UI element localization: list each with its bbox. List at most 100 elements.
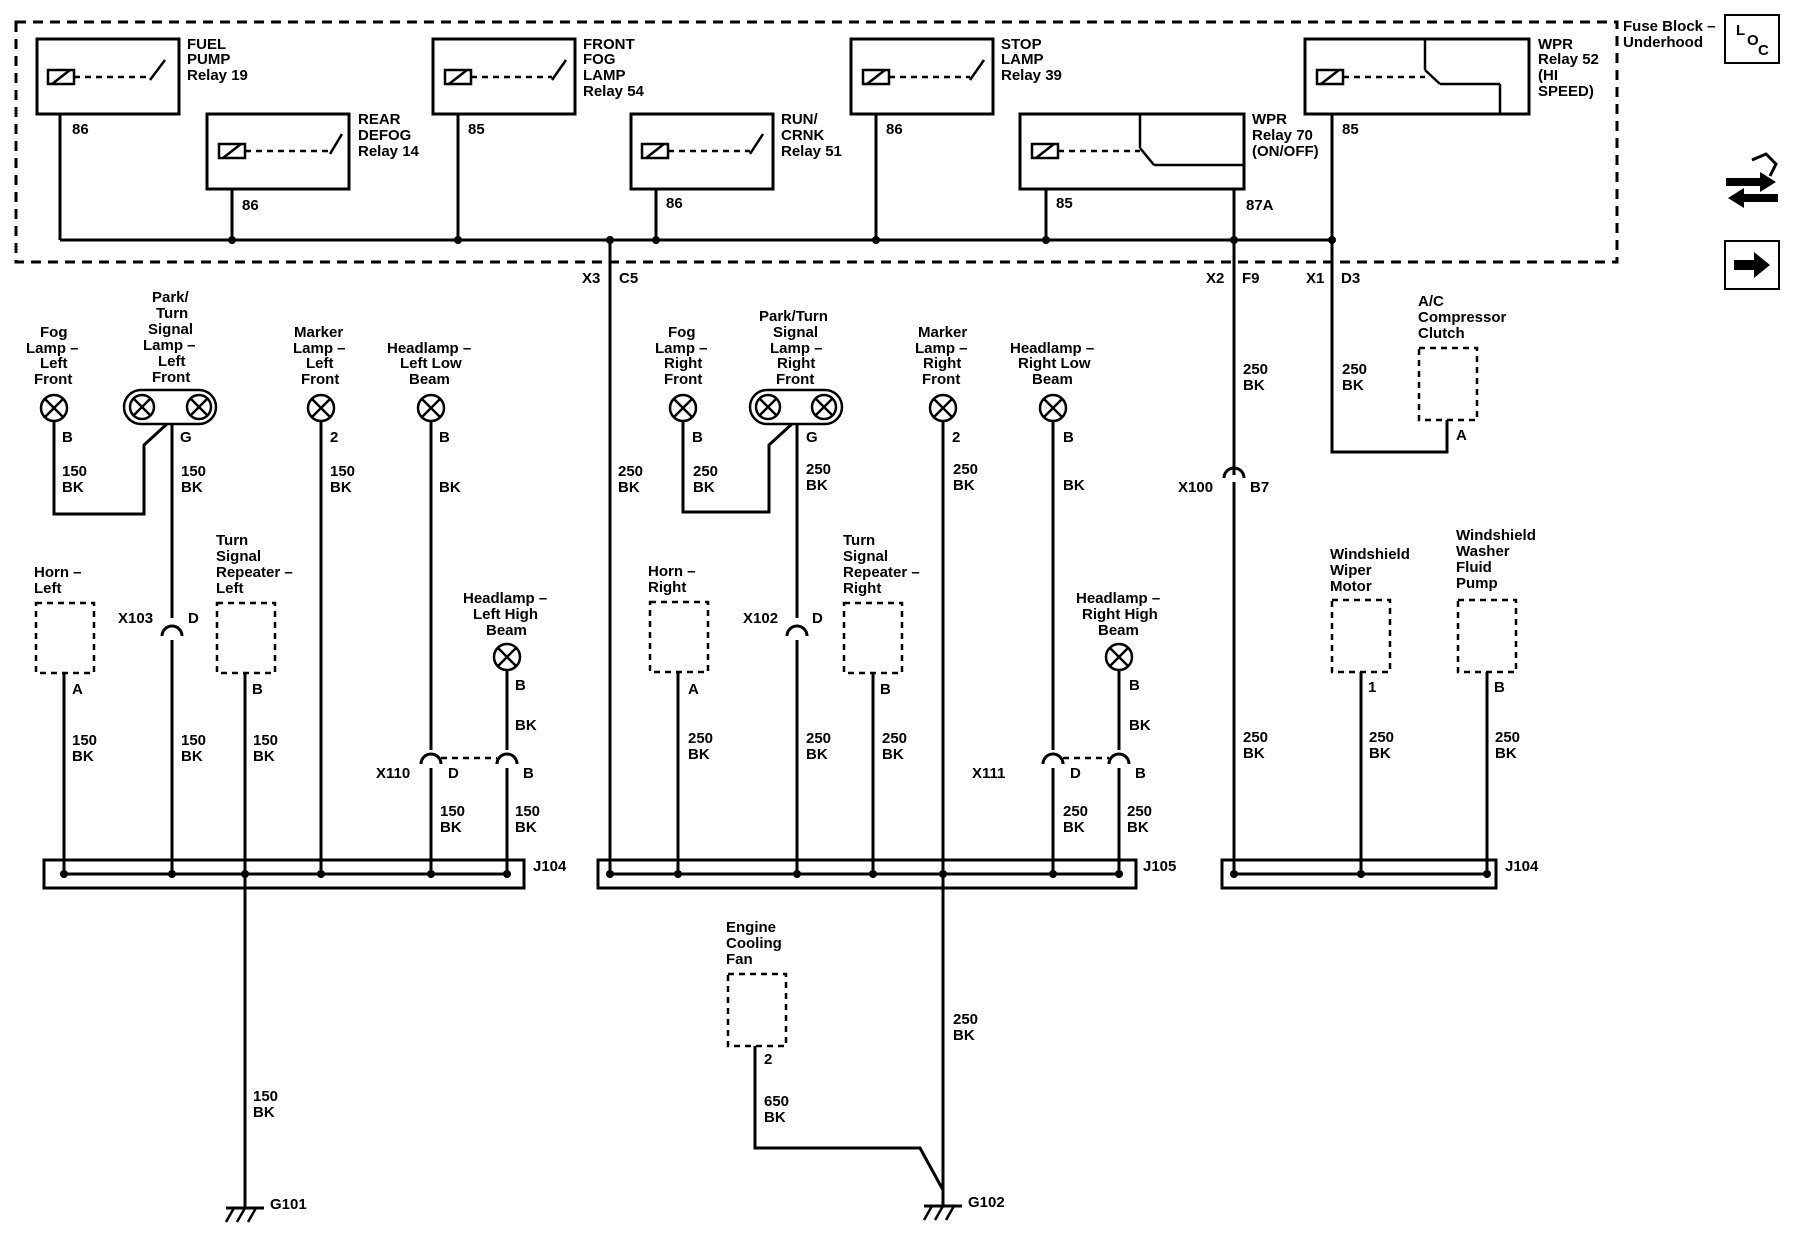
diagram-label: BK [72, 748, 94, 765]
connector-x103: X103 D 150 BK [118, 610, 206, 872]
diagram-label: Fog [40, 324, 68, 341]
diagram-label: Left [216, 580, 244, 597]
diagram-label: Front [664, 371, 702, 388]
diagram-label: J104 [1505, 858, 1539, 875]
splice-j104-right: J104 [1220, 858, 1539, 890]
diagram-label: Marker [918, 324, 967, 341]
diagram-label: B [515, 677, 526, 694]
connector-x111: X111 D B 250 BK 250 BK [972, 752, 1152, 872]
diagram-label: BK [62, 479, 84, 496]
diagram-label: Horn – [34, 564, 82, 581]
diagram-label: Engine [726, 919, 776, 936]
relay-fuel-pump: FUEL PUMP Relay 19 86 [35, 36, 248, 240]
diagram-label: X103 [118, 610, 153, 627]
headlamp-left-high-beam: Headlamp – Left High Beam B BK [463, 590, 547, 750]
diagram-label: Right [843, 580, 881, 597]
diagram-label: 250 [806, 730, 831, 747]
connector-x110: X110 D B 150 BK 150 BK [376, 752, 540, 872]
diagram-label: A [688, 681, 699, 698]
diagram-label: X110 [376, 765, 410, 782]
diagram-label: Pump [1456, 575, 1498, 592]
diagram-label: 250 [882, 730, 907, 747]
relay-label: FUEL [187, 36, 226, 53]
diagram-label: BK [806, 746, 828, 763]
diagram-label: Compressor [1418, 309, 1507, 326]
diagram-label: B [1129, 677, 1140, 694]
diagram-label: 250 [1243, 729, 1268, 746]
horn-right: Horn – Right A 250 BK [648, 563, 713, 872]
relay-label: WPR [1538, 36, 1573, 53]
diagram-label: B [252, 681, 263, 698]
relay-run-crnk: RUN/ CRNK Relay 51 86 [629, 111, 842, 240]
location-icon-button[interactable]: L O C [1724, 14, 1780, 64]
diagram-label: Turn [843, 532, 875, 549]
diagram-label: 150 [440, 803, 465, 820]
diagram-label: BK [253, 1104, 275, 1121]
relay-label: REAR [358, 111, 401, 128]
relay-label: WPR [1252, 111, 1287, 128]
next-arrow-button[interactable] [1724, 240, 1780, 290]
diagram-label: A [72, 681, 83, 698]
diagram-label: Left Low [400, 355, 462, 372]
relay-label: (HI [1538, 67, 1558, 84]
pin-label: 86 [242, 197, 259, 214]
relay-label: (ON/OFF) [1252, 143, 1319, 160]
diagram-label: X111 [972, 765, 1005, 782]
pin-label: 85 [468, 121, 485, 138]
diagram-label: Right [648, 579, 686, 596]
diagram-label: Front [34, 371, 72, 388]
relay-label: Relay 39 [1001, 67, 1062, 84]
diagram-label: Beam [486, 622, 527, 639]
marker-lamp-right-front: Marker Lamp – Right Front 2 250 BK [915, 324, 978, 1190]
diagram-label: B [1135, 765, 1146, 782]
diagram-label: D [812, 610, 823, 627]
diagram-label: Headlamp – [1076, 590, 1160, 607]
diagram-label: BK [1369, 745, 1391, 762]
diagram-label: Signal [773, 324, 818, 341]
diagram-label: G [180, 429, 192, 446]
diagram-label: B [523, 765, 534, 782]
diagram-label: 250 [806, 461, 831, 478]
diagram-label: Front [301, 371, 339, 388]
diagram-label: Wiper [1330, 562, 1372, 579]
connector-tool-icon[interactable] [1722, 150, 1782, 220]
relay-rear-defog: REAR DEFOG Relay 14 86 [205, 111, 420, 240]
fog-lamp-right-front: Fog Lamp – Right Front B 250 BK [655, 324, 795, 514]
diagram-label: B [1063, 429, 1074, 446]
relay-label: SPEED) [1538, 83, 1594, 100]
diagram-label: 250 [688, 730, 713, 747]
diagram-label: Right [664, 355, 702, 372]
relay-label: Relay 54 [583, 83, 645, 100]
connector-x102: X102 D 250 BK [743, 610, 831, 872]
diagram-label: BK [1127, 819, 1149, 836]
windshield-washer-fluid-pump: Windshield Washer Fluid Pump B 250 BK [1456, 527, 1536, 872]
diagram-label: BK [1342, 377, 1364, 394]
diagram-label: Left [40, 355, 68, 372]
diagram-label: Left High [473, 606, 538, 623]
diagram-label: 150 [72, 732, 97, 749]
diagram-label: G [806, 429, 818, 446]
park-turn-lamp-right-front: Park/Turn Signal Lamp – Right Front G 25… [748, 308, 844, 618]
diagram-label: BK [882, 746, 904, 763]
splice-j104-left: J104 [42, 858, 567, 890]
svg-text:L: L [1736, 22, 1745, 39]
diagram-label: Lamp – [770, 340, 823, 357]
diagram-label: 150 [253, 732, 278, 749]
diagram-label: B7 [1250, 479, 1269, 496]
relay-label: Relay 14 [358, 143, 420, 160]
diagram-label: Left [158, 353, 186, 370]
diagram-label: 250 [618, 463, 643, 480]
diagram-label: 250 [1127, 803, 1152, 820]
diagram-label: 250 [953, 1011, 978, 1028]
diagram-label: Cooling [726, 935, 782, 952]
diagram-label: BK [953, 477, 975, 494]
diagram-label: Windshield [1456, 527, 1536, 544]
headlamp-right-low-beam: Headlamp – Right Low Beam B BK [1010, 340, 1094, 750]
diagram-label: Fluid [1456, 559, 1492, 576]
diagram-label: Motor [1330, 578, 1372, 595]
diagram-label: Turn [216, 532, 248, 549]
diagram-label: Front [776, 371, 814, 388]
fog-lamp-left-front: Fog Lamp – Left Front B 150 BK [26, 324, 170, 516]
connector-x2: X2 [1206, 270, 1224, 287]
